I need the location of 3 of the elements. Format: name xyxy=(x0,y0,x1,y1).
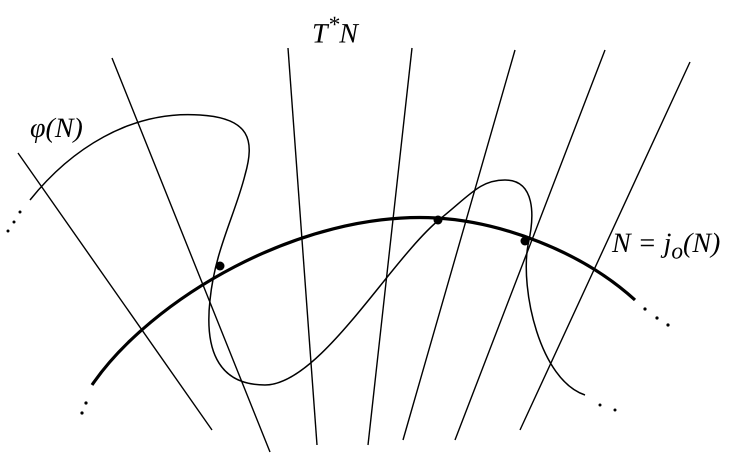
cotangent-bundle-label: T$^{*}$N xyxy=(312,14,358,48)
zero-section-label: N = j$_{o}$(N) xyxy=(612,230,720,264)
graph-label: φ(N) xyxy=(30,115,83,143)
